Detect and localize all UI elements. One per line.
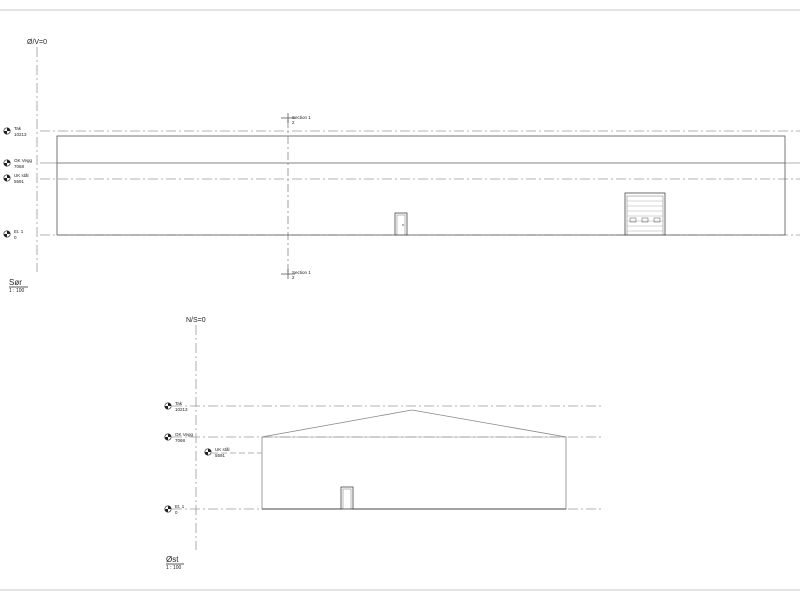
level-head-icon: [164, 402, 172, 410]
level-head-icon: [3, 127, 11, 135]
level-name: OK Vegg: [175, 432, 194, 437]
level-head-icon: [3, 174, 11, 182]
level-elevation: 10213: [175, 407, 188, 412]
building-outline-sor: [56, 135, 786, 236]
door-ost: [340, 486, 354, 510]
level-elevation: 0: [175, 510, 178, 515]
level-head-icon: [204, 448, 212, 456]
section-number-top: 2: [292, 120, 295, 125]
level-head-icon: [3, 230, 11, 238]
elevation-sor: Ø/V=0: [3, 39, 800, 294]
level-head-icon: [164, 505, 172, 513]
section-head-icon: [281, 113, 295, 123]
section-label-top: Section 1: [292, 115, 311, 120]
garage-door-sor: [624, 192, 666, 236]
door-sor: [394, 212, 408, 236]
level-name: UK stål: [14, 172, 29, 178]
section-label-bottom: Section 1: [292, 270, 311, 275]
section-number-bottom: 2: [292, 275, 295, 280]
level-elevation: 10213: [14, 132, 27, 137]
level-name: Et. 1: [175, 504, 185, 509]
level-elevation: 5591: [215, 453, 226, 458]
level-name: Et. 1: [14, 229, 24, 234]
level-head-icon: [3, 159, 11, 167]
elevation-ost: N/S=0 Tak 10213 OK Vegg 7068: [164, 317, 602, 571]
grid-label-ov0: Ø/V=0: [27, 39, 47, 46]
level-elevation: 7068: [175, 438, 186, 443]
level-head-icon: [164, 433, 172, 441]
section-head-icon: [281, 269, 295, 279]
building-outline-ost: [261, 409, 567, 510]
level-name: Tak: [14, 126, 22, 131]
grid-label-ns0: N/S=0: [186, 317, 206, 324]
view-scale-ost: 1 : 100: [166, 565, 182, 571]
level-name: OK Vegg: [14, 158, 33, 163]
level-name: Tak: [175, 401, 183, 406]
level-name: UK stål: [215, 446, 230, 452]
view-title-sor: Sør: [9, 278, 22, 287]
level-elevation: 7068: [14, 164, 25, 169]
view-scale-sor: 1 : 100: [9, 288, 25, 294]
view-title-ost: Øst: [166, 555, 179, 564]
level-elevation: 0: [14, 235, 17, 240]
level-elevation: 5591: [14, 179, 25, 184]
